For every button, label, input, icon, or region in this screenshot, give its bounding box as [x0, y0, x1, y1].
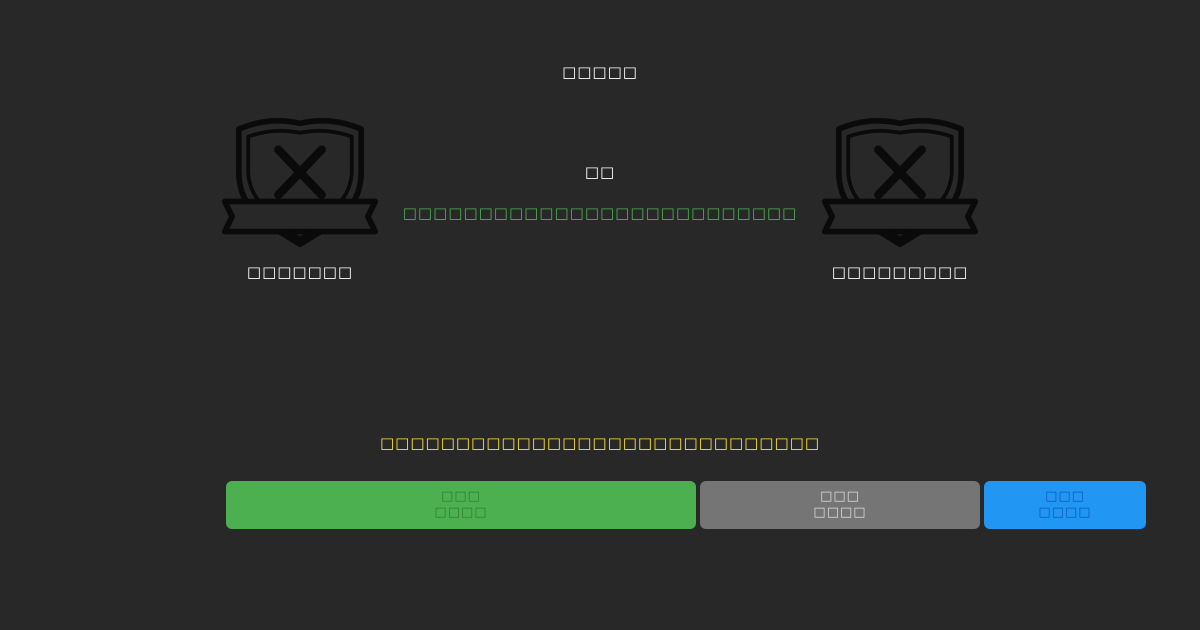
screen-title: □□□□□	[562, 63, 638, 81]
action-button-primary[interactable]: □□□ □□□□	[226, 481, 696, 529]
action-button-tertiary-line1: □□□	[1045, 489, 1085, 504]
action-button-primary-line2: □□□□	[434, 505, 488, 520]
action-button-tertiary[interactable]: □□□ □□□□	[984, 481, 1146, 529]
action-button-secondary-line2: □□□□	[813, 505, 867, 520]
action-button-secondary[interactable]: □□□ □□□□	[700, 481, 980, 529]
match-status: □□	[584, 163, 616, 181]
match-message: □□□□□□□□□□□□□□□□□□□□□□□□□□	[402, 204, 798, 222]
shield-x-icon	[821, 118, 979, 248]
action-button-secondary-line1: □□□	[820, 489, 860, 504]
action-button-tertiary-line2: □□□□	[1038, 505, 1092, 520]
action-button-primary-line1: □□□	[441, 489, 481, 504]
shield-x-icon	[221, 118, 379, 248]
player-left-name: □□□□□□□	[246, 263, 354, 281]
notice-text: □□□□□□□□□□□□□□□□□□□□□□□□□□□□□	[380, 434, 820, 452]
player-right-name: □□□□□□□□□	[831, 263, 969, 281]
